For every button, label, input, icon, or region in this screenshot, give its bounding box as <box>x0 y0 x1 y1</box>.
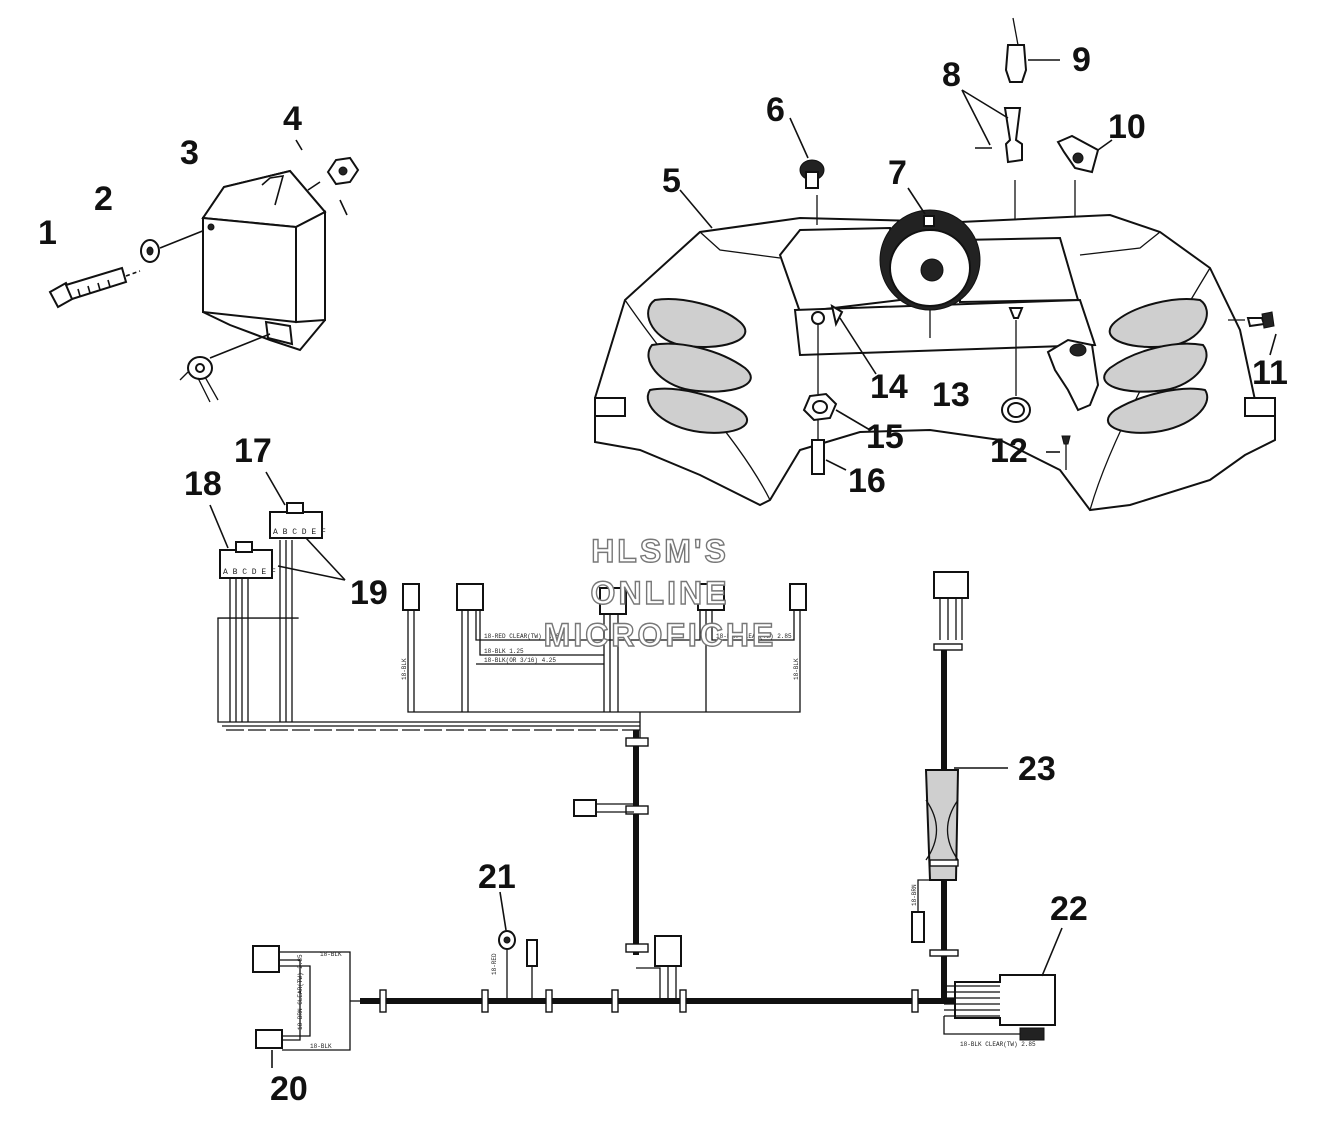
bottom-trunk <box>360 989 955 1013</box>
callout-1: 1 <box>38 214 57 252</box>
watermark-line-2: ONLINE <box>591 575 730 611</box>
switch-nut <box>802 325 871 431</box>
right-bundle-23: 18-BRN <box>911 571 1008 1000</box>
wire-tag-4: 18-BLK CLEAR(TW) 2.85 <box>716 633 792 640</box>
callout-14: 14 <box>870 368 908 406</box>
switch-housing <box>1046 338 1100 412</box>
bulb <box>961 89 1023 220</box>
callout-23: 23 <box>1018 750 1056 788</box>
wire-tag-10: 18-BRN CLEAR(TW) 2.85 <box>297 954 304 1030</box>
callout-15: 15 <box>866 418 904 456</box>
connector-18: A B C D E F <box>209 504 276 579</box>
callout-5: 5 <box>662 162 681 200</box>
callout-2: 2 <box>94 180 113 218</box>
callout-numbers: 1 2 3 4 5 6 7 8 9 10 11 12 13 14 15 16 1… <box>38 41 1288 1108</box>
rivet <box>1046 435 1071 470</box>
connector-18-pins: A B C D E F <box>223 568 276 577</box>
wire-tag-5: 18-BLK <box>320 951 342 958</box>
watermark-line-3: MICROFICHE <box>544 617 777 653</box>
nut <box>295 139 360 216</box>
bulb-socket <box>789 117 825 225</box>
socket-with-lead <box>1004 17 1060 83</box>
indicator-lens <box>811 303 877 375</box>
main-trunk <box>573 730 682 1000</box>
hood-pod <box>594 189 1276 512</box>
left-harness-branch <box>217 540 640 731</box>
callout-22: 22 <box>1050 890 1088 928</box>
callout-7: 7 <box>888 154 907 192</box>
bolt <box>48 266 141 309</box>
callout-8: 8 <box>942 56 961 94</box>
main-connector-22: 18-BLK CLEAR(TW) 2.85 <box>943 927 1063 1048</box>
washer <box>140 229 206 263</box>
callout-11: 11 <box>1252 354 1288 392</box>
callout-12: 12 <box>990 432 1028 470</box>
callout-16: 16 <box>848 462 886 500</box>
watermark-line-1: HLSM'S <box>591 533 729 569</box>
callout-20: 20 <box>270 1070 308 1108</box>
ring-terminal-21: 18-RED <box>491 891 538 1000</box>
callout-13: 13 <box>932 376 970 414</box>
watermark: HLSM'S ONLINE MICROFICHE <box>543 532 777 653</box>
screw <box>1228 311 1277 356</box>
wire-tag-8: 18-BRN <box>911 884 918 906</box>
bulb-bracket <box>1056 134 1113 216</box>
callout-3: 3 <box>180 134 199 172</box>
callout-17: 17 <box>234 432 272 470</box>
callout-4: 4 <box>283 100 302 138</box>
bezel-nut <box>1001 307 1031 423</box>
control-module <box>201 169 327 352</box>
callout-19: 19 <box>350 574 388 612</box>
callout-18: 18 <box>184 465 222 503</box>
connector-20: 18-BLK 18-BLK <box>252 945 360 1068</box>
callout-10: 10 <box>1108 108 1146 146</box>
callout-6: 6 <box>766 91 785 129</box>
callout-9: 9 <box>1072 41 1091 79</box>
callout-21: 21 <box>478 858 516 896</box>
wire-tag-7: 18-RED <box>491 953 498 975</box>
wire-tag-3: 18-BLK(OR 3/16) 4.25 <box>484 657 556 664</box>
connector-17-pins: A B C D E F <box>273 528 326 537</box>
switch-pin <box>811 420 847 475</box>
callout-19-leaders <box>277 537 346 581</box>
wire-tag-1: 18-RED CLEAR(TW) 2.85 <box>484 633 560 640</box>
gauge <box>879 187 981 338</box>
upper-branch-connectors: 18-RED CLEAR(TW) 2.85 18-BLK 1.25 18-BLK… <box>402 583 807 740</box>
wire-tag-12: 18-BLK <box>793 658 800 680</box>
wire-tag-2: 18-BLK 1.25 <box>484 648 524 655</box>
ground-ring-terminal <box>179 333 271 403</box>
wire-tag-11: 18-BLK <box>401 658 408 680</box>
wire-tag-6: 18-BLK <box>310 1043 332 1050</box>
connector-17: A B C D E F <box>265 471 326 539</box>
wire-tag-9: 18-BLK CLEAR(TW) 2.85 <box>960 1041 1036 1048</box>
